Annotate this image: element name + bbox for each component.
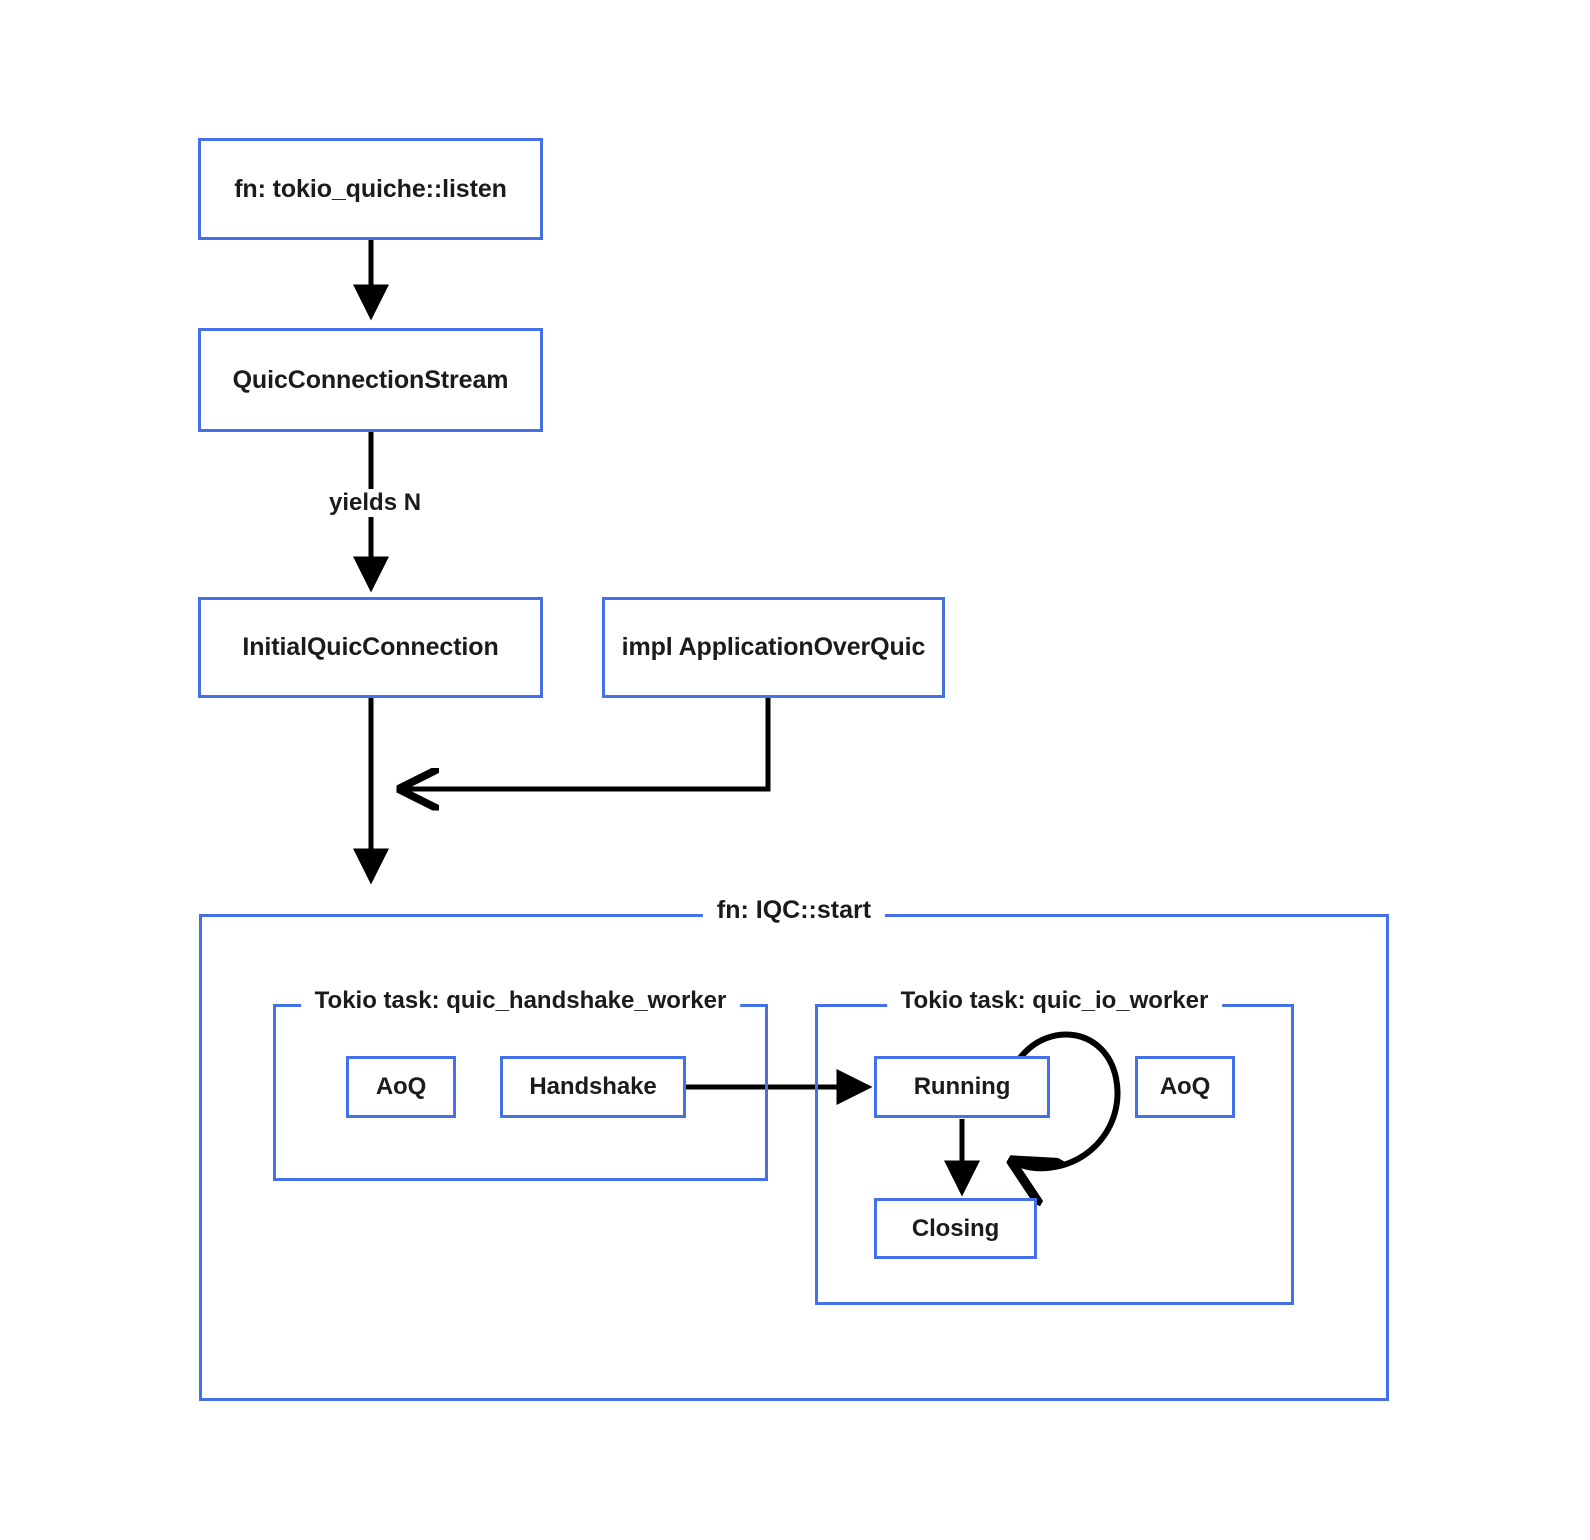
- node-quic-connection-stream[interactable]: QuicConnectionStream: [198, 328, 543, 432]
- group-iqc-start: fn: IQC::start: [199, 898, 1389, 1401]
- node-listen[interactable]: fn: tokio_quiche::listen: [198, 138, 543, 240]
- group-quic-io-worker: Tokio task: quic_io_worker: [815, 989, 1294, 1305]
- group-quic-io-worker-title: Tokio task: quic_io_worker: [886, 989, 1223, 1013]
- group-quic-io-worker-border: [815, 1004, 1294, 1305]
- node-closing-label: Closing: [911, 1214, 1000, 1242]
- node-quic-connection-stream-label: QuicConnectionStream: [232, 365, 509, 394]
- node-initial-quic-connection-label: InitialQuicConnection: [242, 633, 499, 661]
- group-quic-handshake-worker-title: Tokio task: quic_handshake_worker: [300, 989, 741, 1013]
- edge-label-yields-n: yields N: [321, 489, 430, 517]
- node-aoq-io[interactable]: AoQ: [1135, 1056, 1235, 1118]
- node-running[interactable]: Running: [874, 1056, 1050, 1118]
- node-aoq-io-label: AoQ: [1159, 1073, 1211, 1100]
- node-initial-quic-connection[interactable]: InitialQuicConnection: [198, 597, 543, 698]
- group-iqc-start-title: fn: IQC::start: [702, 898, 886, 923]
- node-impl-application-over-quic-label: impl ApplicationOverQuic: [621, 633, 926, 661]
- node-handshake-label: Handshake: [529, 1073, 657, 1100]
- node-listen-label: fn: tokio_quiche::listen: [234, 174, 507, 203]
- node-aoq-handshake-label: AoQ: [375, 1073, 427, 1100]
- node-impl-application-over-quic[interactable]: impl ApplicationOverQuic: [602, 597, 945, 698]
- edge-app-over-quic-to-trunk: [400, 698, 771, 789]
- node-closing[interactable]: Closing: [874, 1198, 1037, 1259]
- node-aoq-handshake[interactable]: AoQ: [346, 1056, 456, 1118]
- group-quic-handshake-worker: Tokio task: quic_handshake_worker: [273, 989, 768, 1181]
- node-running-label: Running: [913, 1073, 1011, 1100]
- node-handshake[interactable]: Handshake: [500, 1056, 686, 1118]
